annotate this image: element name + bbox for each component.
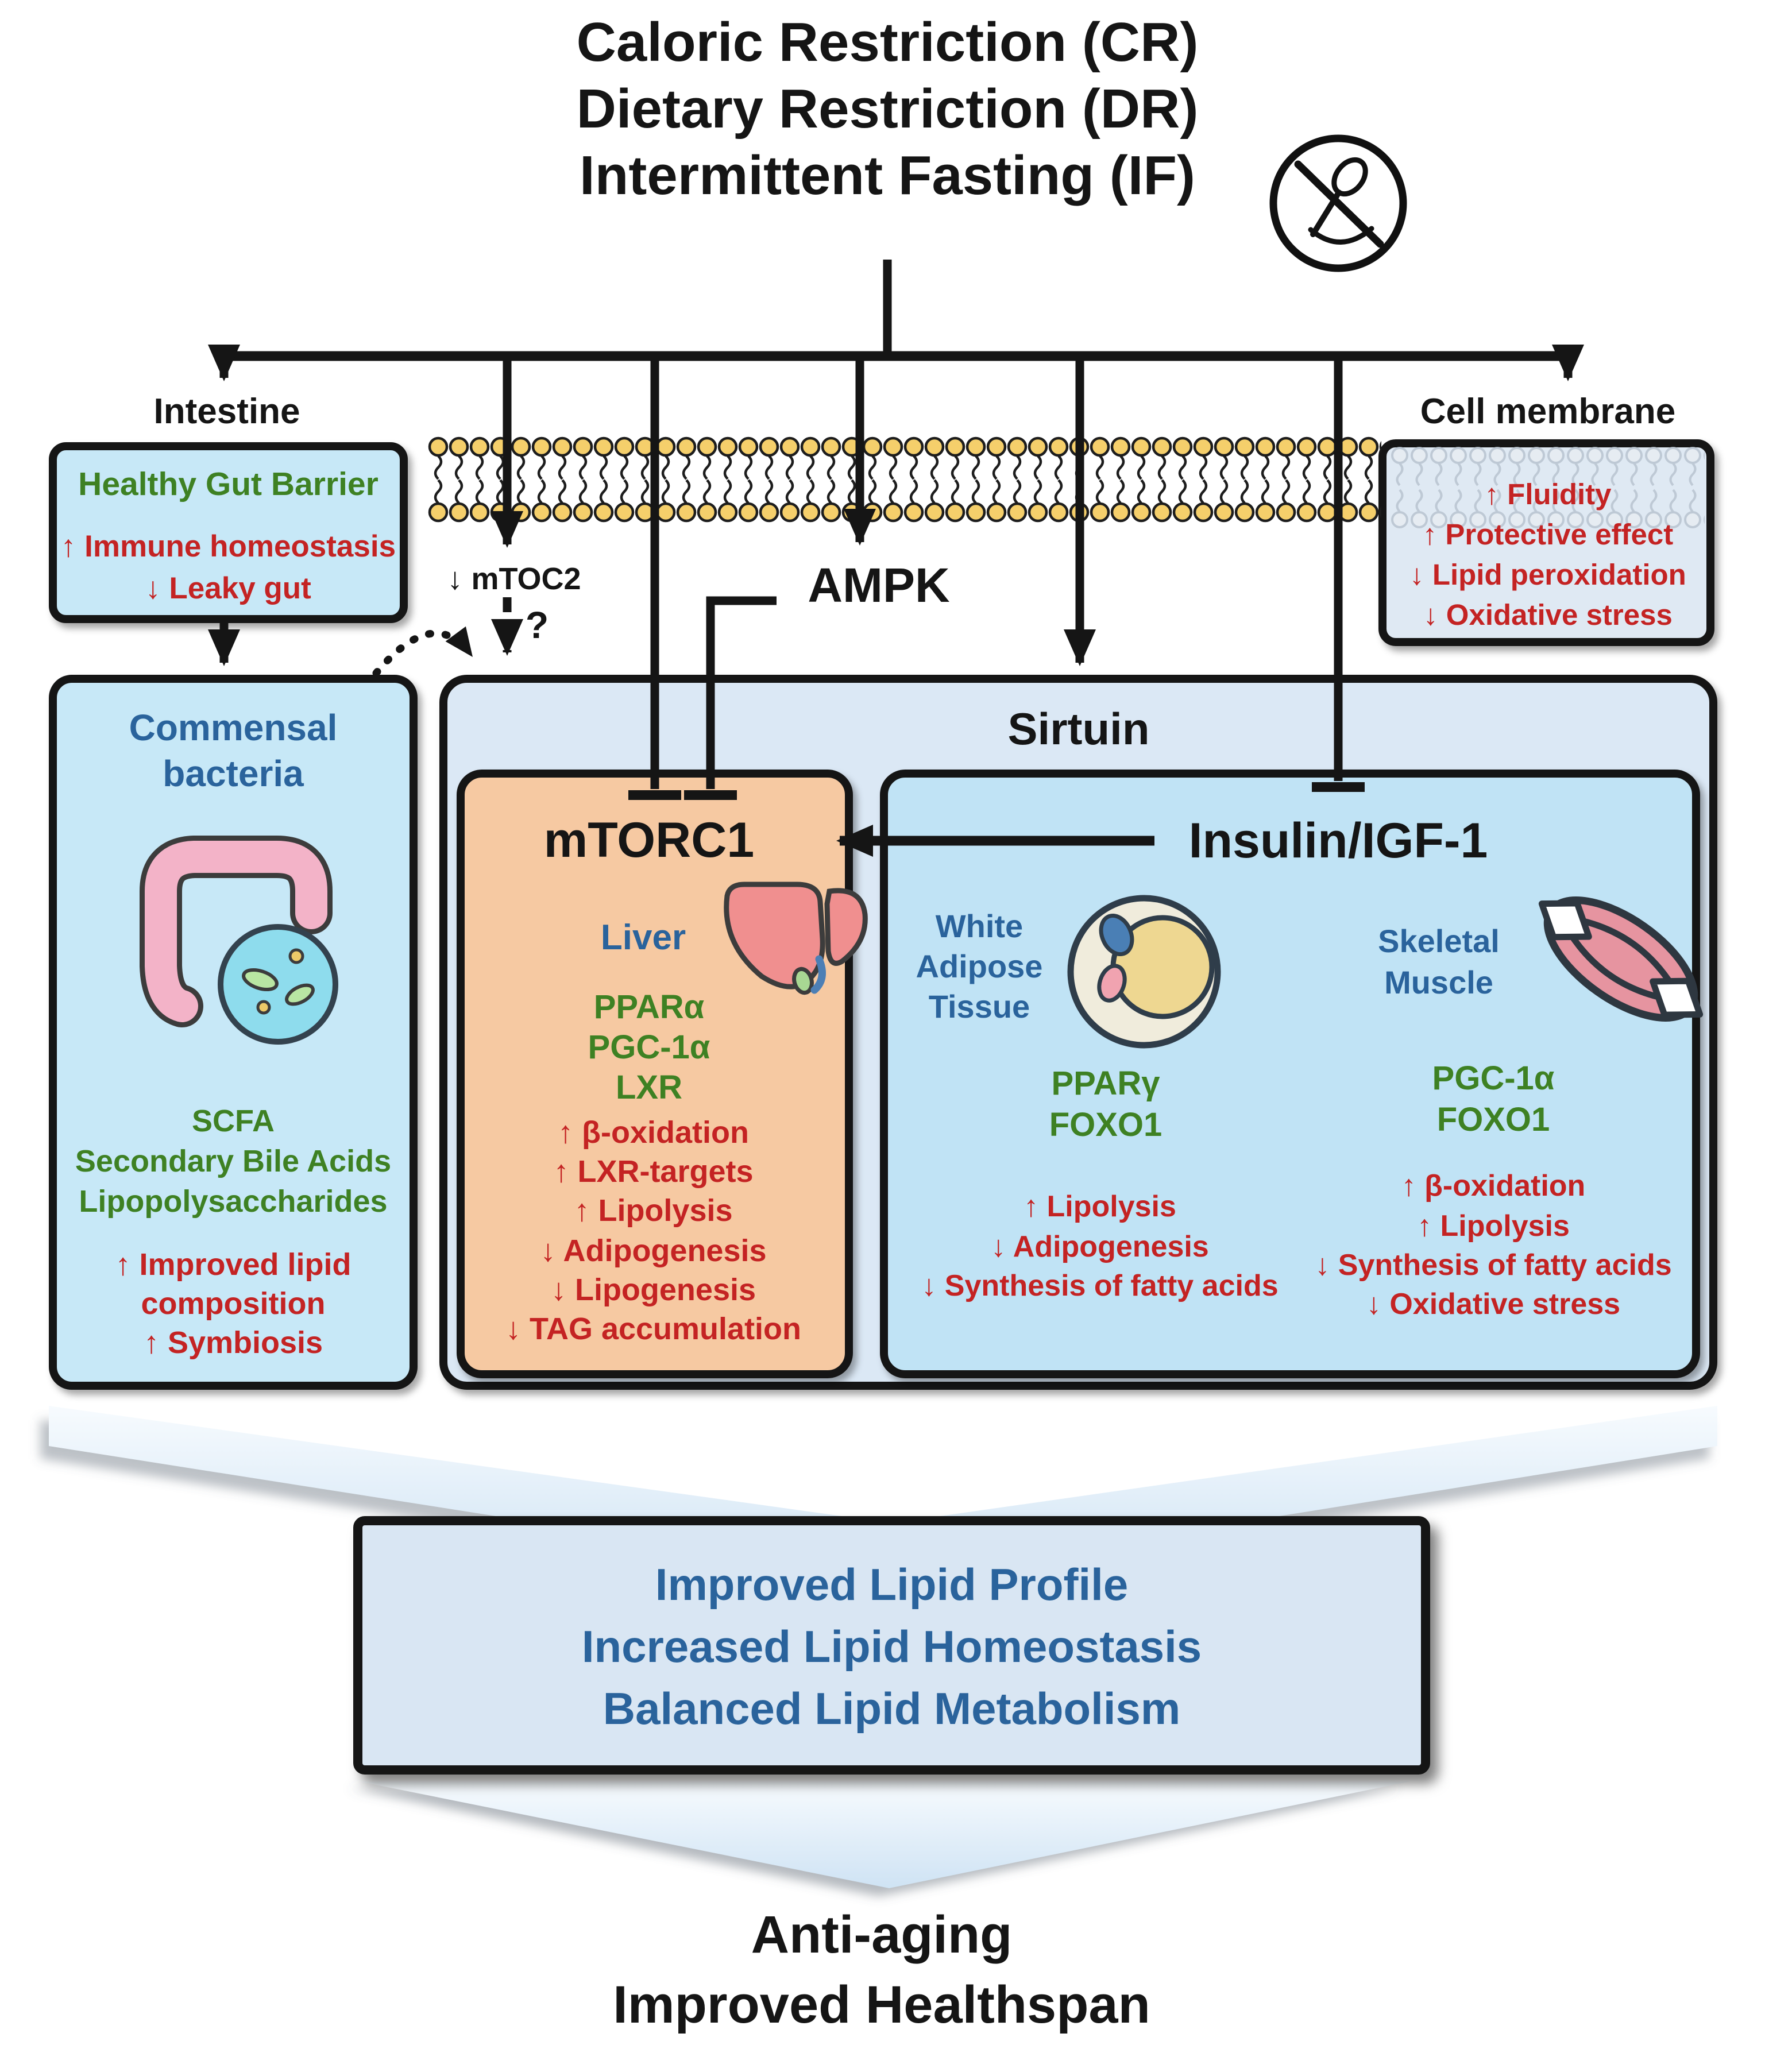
- intestine-gut-box: [49, 442, 408, 623]
- ampk-label: AMPK: [808, 558, 950, 612]
- commensal-mediator: Secondary Bile Acids: [75, 1144, 392, 1178]
- skeletal-muscle-icon: [1538, 896, 1704, 1022]
- wat-regulator: FOXO1: [1049, 1106, 1162, 1143]
- commensal-title: bacteria: [163, 753, 304, 794]
- commensal-mediator: Lipopolysaccharides: [79, 1184, 388, 1219]
- membrane-effect: ↓ Oxidative stress: [1423, 598, 1673, 631]
- muscle-organ: Skeletal: [1378, 923, 1500, 959]
- title-line-2: Dietary Restriction (DR): [576, 78, 1199, 140]
- mtorc1-effect: ↑ LXR-targets: [553, 1154, 754, 1189]
- mtorc1-effect: ↓ TAG accumulation: [505, 1312, 802, 1346]
- faded-bilayer-graphic: [1390, 447, 1705, 528]
- label-intestine: Intestine: [153, 392, 300, 431]
- wat-effect: ↑ Lipolysis: [1024, 1190, 1176, 1223]
- insulin-igf1-box: [880, 770, 1700, 1378]
- mtorc1-effect: ↑ Lipolysis: [574, 1193, 733, 1228]
- membrane-effect: ↑ Protective effect: [1422, 518, 1674, 551]
- footer-line: Anti-aging: [751, 1905, 1013, 1964]
- sirtuin-label: Sirtuin: [1007, 703, 1150, 754]
- liver-icon: [724, 882, 868, 995]
- membrane-effect: ↓ Lipid peroxidation: [1409, 558, 1686, 591]
- membrane-effect: ↑ Fluidity: [1484, 478, 1612, 511]
- commensal-title: Commensal: [129, 707, 338, 748]
- title-line-3: Intermittent Fasting (IF): [580, 145, 1195, 206]
- title-line-1: Caloric Restriction (CR): [576, 11, 1199, 73]
- gut-effect: ↓ Leaky gut: [145, 571, 311, 605]
- muscle-regulator: PGC-1α: [1432, 1060, 1555, 1097]
- wat-effect: ↓ Synthesis of fatty acids: [921, 1269, 1279, 1302]
- outcome-line: Balanced Lipid Metabolism: [603, 1683, 1181, 1734]
- wat-organ: Adipose: [916, 948, 1043, 984]
- outcome-line: Improved Lipid Profile: [655, 1559, 1129, 1610]
- mtorc1-effect: ↑ β-oxidation: [558, 1115, 749, 1150]
- muscle-effect: ↑ Lipolysis: [1417, 1209, 1570, 1243]
- footer-line: Improved Healthspan: [613, 1976, 1150, 2034]
- commensal-effect: composition: [141, 1286, 326, 1321]
- gut-barrier-title: Healthy Gut Barrier: [78, 466, 379, 502]
- outcome-line: Increased Lipid Homeostasis: [581, 1621, 1202, 1672]
- wat-organ: White: [935, 908, 1024, 944]
- gut-effect: ↑ Immune homeostasis: [60, 529, 396, 563]
- mtorc1-regulator: LXR: [616, 1069, 682, 1106]
- insulin-title: Insulin/IGF-1: [1188, 813, 1488, 868]
- mtorc1-box: [457, 770, 853, 1378]
- question-mark-label: ?: [525, 604, 549, 646]
- wat-effect: ↓ Adipogenesis: [991, 1230, 1209, 1263]
- commensal-effect: ↑ Improved lipid: [115, 1247, 352, 1282]
- no-food-icon: [1269, 134, 1407, 272]
- muscle-regulator: FOXO1: [1436, 1101, 1550, 1138]
- commensal-bacteria-box: [49, 675, 418, 1390]
- mtorc1-title: mTORC1: [543, 813, 755, 868]
- mtorc1-effect: ↓ Adipogenesis: [540, 1234, 767, 1268]
- muscle-effect: ↑ β-oxidation: [1401, 1169, 1586, 1203]
- wat-regulator: PPARγ: [1051, 1065, 1160, 1102]
- mtoc2-label: ↓ mTOC2: [447, 562, 581, 596]
- mtorc1-effect: ↓ Lipogenesis: [550, 1273, 756, 1307]
- commensal-effect: ↑ Symbiosis: [143, 1325, 323, 1360]
- muscle-effect: ↓ Synthesis of fatty acids: [1315, 1248, 1672, 1282]
- wat-organ: Tissue: [928, 988, 1030, 1025]
- adipocyte-icon: [1067, 895, 1221, 1049]
- mtorc1-regulator: PPARα: [593, 988, 705, 1026]
- lipid-bilayer-graphic: [428, 436, 1381, 523]
- muscle-organ: Muscle: [1384, 964, 1493, 1000]
- muscle-effect: ↓ Oxidative stress: [1366, 1288, 1621, 1321]
- liver-label: Liver: [600, 918, 686, 957]
- commensal-mediator: SCFA: [191, 1104, 275, 1138]
- label-cell-membrane: Cell membrane: [1420, 392, 1676, 431]
- outcome-box: [353, 1516, 1430, 1775]
- intestine-bacteria-icon: [140, 836, 338, 1045]
- mtorc1-regulator: PGC-1α: [588, 1029, 710, 1066]
